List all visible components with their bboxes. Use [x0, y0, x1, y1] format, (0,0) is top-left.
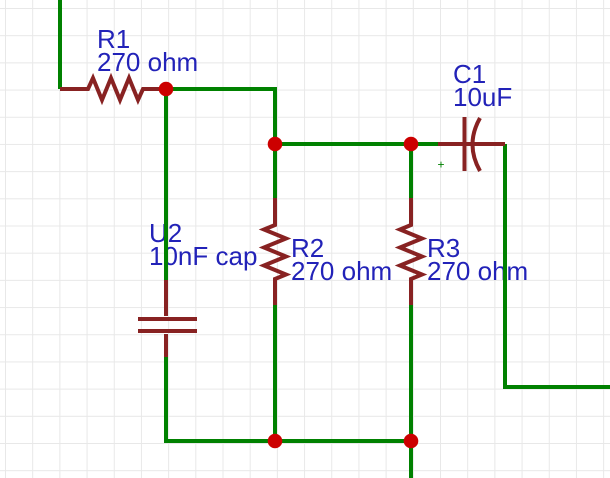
component-designator: R3: [427, 233, 461, 263]
wire-bottom-rail[interactable]: [164, 357, 411, 443]
component-value: 270 ohm: [427, 256, 529, 286]
junction-dot: [158, 81, 174, 97]
c1-polarity-plus: +: [438, 158, 445, 172]
wire-c1-output[interactable]: [503, 144, 610, 389]
junction-dot: [267, 433, 283, 449]
label-R2[interactable]: R2 270 ohm: [291, 233, 393, 286]
component-value: 270 ohm: [291, 256, 393, 286]
component-value: 270 ohm: [97, 47, 199, 77]
component-designator: R2: [291, 233, 325, 263]
junction-dot: [403, 136, 419, 152]
label-C1[interactable]: C1 10uF: [453, 59, 513, 112]
component-value: 10uF: [453, 82, 513, 112]
component-designator: R1: [97, 24, 131, 54]
junction-dot: [267, 136, 283, 152]
component-designator: C1: [453, 59, 487, 89]
label-R3[interactable]: R3 270 ohm: [427, 233, 529, 286]
resistor-R3-symbol[interactable]: [394, 198, 428, 305]
wire-r1-to-node-b[interactable]: [166, 87, 277, 144]
resistor-R1-symbol[interactable]: [60, 72, 166, 106]
c1-curved-plate: [470, 117, 482, 172]
resistor-R2-symbol[interactable]: [258, 198, 292, 305]
capacitor-U2-symbol[interactable]: [138, 280, 197, 357]
label-R1[interactable]: R1 270 ohm: [97, 24, 199, 77]
capacitor-C1-symbol[interactable]: +: [438, 117, 506, 172]
junction-dot: [403, 433, 419, 449]
